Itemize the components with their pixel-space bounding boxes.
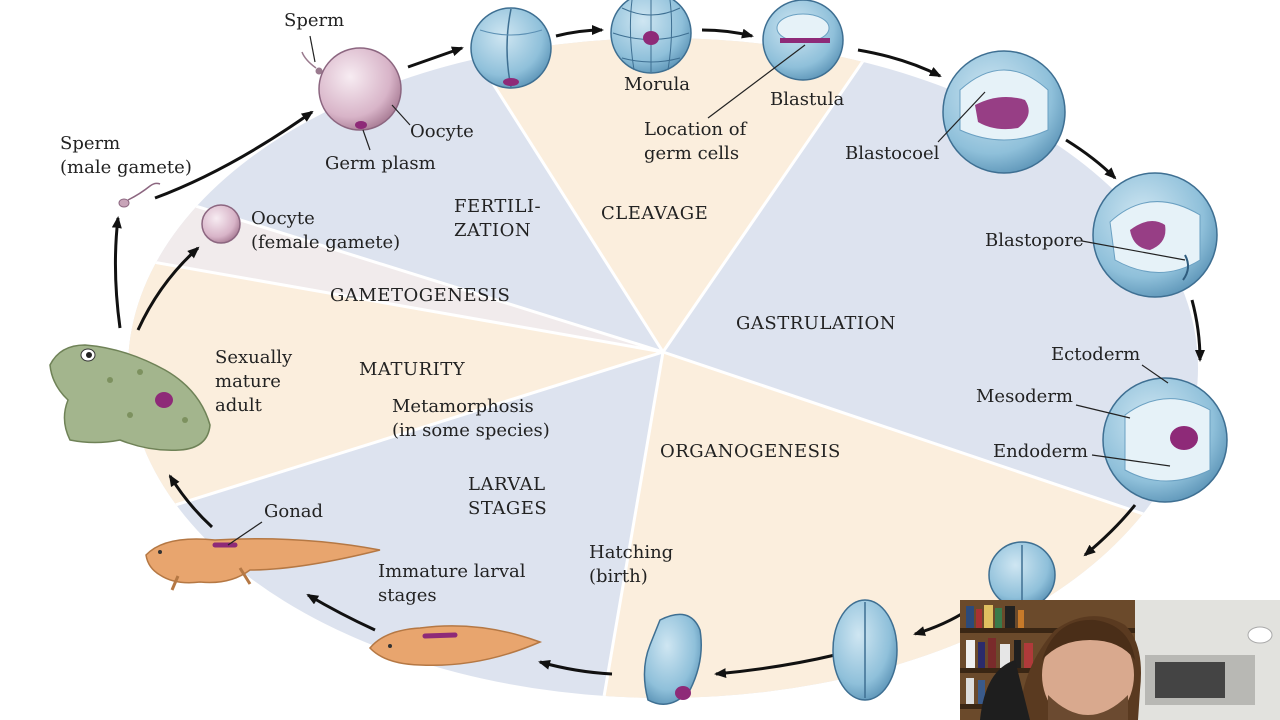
sperm-cell-small: [118, 182, 161, 208]
label-germ-cells: Location of germ cells: [644, 119, 747, 164]
label-endoderm: Endoderm: [993, 441, 1088, 462]
tailbud-embryo: [832, 599, 898, 701]
label-sperm-male: Sperm (male gamete): [60, 133, 192, 178]
blastopore-embryo: [1092, 172, 1218, 298]
label-germ-plasm: Germ plasm: [325, 153, 436, 174]
stage-label-gastrulation: GASTRULATION: [736, 313, 897, 334]
stage-label-larval: LARVAL STAGES: [468, 474, 548, 519]
label-mesoderm: Mesoderm: [976, 386, 1074, 407]
webcam-overlay: [960, 600, 1280, 720]
label-adult: Sexually mature adult: [215, 347, 293, 416]
sector-cleavage: [440, 38, 905, 352]
adult-frog: [49, 344, 211, 452]
leader-lines: [227, 35, 1186, 546]
sector-maturity: [128, 235, 663, 560]
label-blastopore: Blastopore: [985, 230, 1084, 251]
label-blastocoel: Blastocoel: [845, 143, 940, 164]
webcam-feed: [960, 600, 1280, 720]
blastula-embryo: [762, 0, 844, 81]
stage-label-cleavage: CLEAVAGE: [601, 203, 709, 224]
neurula-embryo: [988, 541, 1056, 609]
cycle-arrows: [111, 25, 1205, 679]
label-blastula: Blastula: [770, 89, 845, 110]
stage-label-organogenesis: ORGANOGENESIS: [660, 441, 841, 462]
label-sperm-top: Sperm: [284, 10, 345, 31]
germ-layer-embryo: [1102, 377, 1228, 503]
label-morula: Morula: [624, 74, 690, 95]
stage-label-fertilization: FERTILI- ZATION: [454, 196, 542, 241]
label-oocyte-top: Oocyte: [410, 121, 474, 142]
label-metamorphosis: Metamorphosis (in some species): [392, 396, 550, 441]
label-gonad: Gonad: [264, 501, 324, 522]
late-tadpole: [145, 538, 381, 591]
two-cell-embryo: [470, 7, 552, 89]
early-tadpole: [368, 625, 543, 667]
label-immature-larval: Immature larval stages: [378, 561, 526, 606]
label-ectoderm: Ectoderm: [1051, 344, 1141, 365]
stage-label-gametogenesis: GAMETOGENESIS: [330, 285, 511, 306]
stage-label-maturity: MATURITY: [359, 359, 466, 380]
oocyte-top-cell: [318, 47, 402, 131]
hatching-embryo: [643, 613, 702, 705]
blastocoel-embryo: [942, 50, 1066, 174]
label-hatching: Hatching (birth): [589, 542, 674, 587]
morula-embryo: [610, 0, 692, 74]
label-oocyte-female: Oocyte (female gamete): [251, 208, 401, 253]
oocyte-small-cell: [201, 204, 241, 244]
sperm-cell-top: [301, 51, 323, 75]
